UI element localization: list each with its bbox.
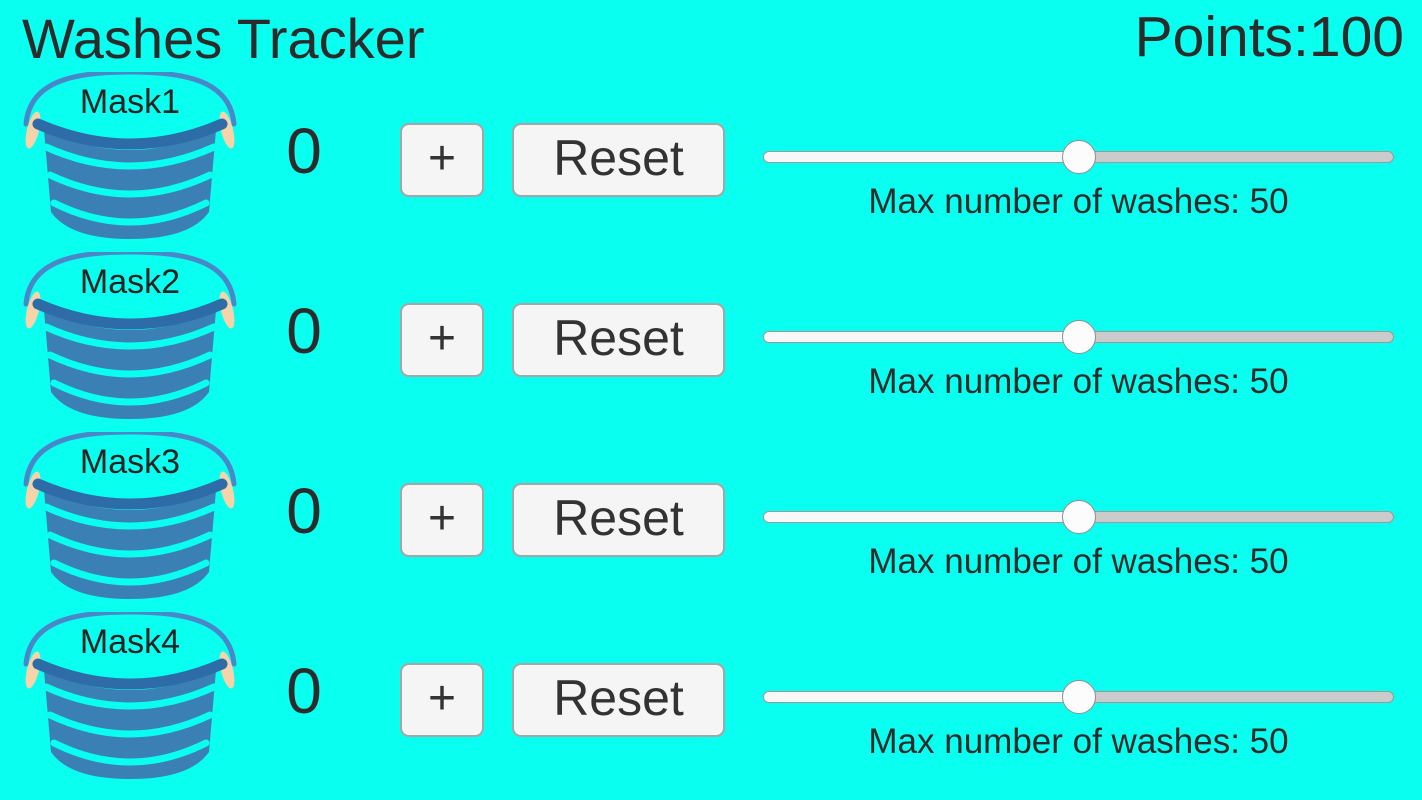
points-label: Points: (1134, 5, 1309, 69)
points-value: 100 (1308, 5, 1404, 69)
increment-button[interactable]: + (400, 303, 484, 377)
reset-button[interactable]: Reset (512, 483, 725, 557)
slider-fill (764, 692, 1079, 702)
points-display: Points:100 (1135, 4, 1404, 70)
wash-count: 0 (286, 295, 322, 367)
face-mask-illustration (23, 252, 237, 419)
face-mask-illustration (23, 612, 237, 779)
mask-row: Mask1 0 + Reset Max number of washes: 50 (0, 70, 1422, 250)
max-washes-label: Max number of washes: 50 (868, 722, 1289, 761)
slider-thumb[interactable] (1061, 680, 1096, 714)
mask-icon: Mask3 (18, 432, 242, 602)
mask-icon: Mask2 (18, 252, 242, 422)
page-title: Washes Tracker (22, 7, 425, 70)
max-washes-slider[interactable] (763, 320, 1394, 354)
mask-label: Mask4 (79, 623, 181, 661)
mask-label: Mask2 (79, 263, 181, 301)
mask-row: Mask3 0 + Reset Max number of washes: 50 (0, 430, 1422, 610)
mask-label: Mask1 (79, 83, 181, 121)
max-washes-slider[interactable] (763, 140, 1394, 174)
slider-fill (764, 152, 1079, 162)
mask-icon: Mask4 (18, 612, 242, 782)
max-washes-label: Max number of washes: 50 (868, 182, 1289, 221)
mask-label: Mask3 (79, 443, 181, 481)
slider-fill (764, 332, 1079, 342)
wash-count: 0 (286, 475, 322, 547)
increment-button[interactable]: + (400, 483, 484, 557)
face-mask-illustration (23, 432, 237, 599)
max-washes-label: Max number of washes: 50 (868, 362, 1289, 401)
mask-icon: Mask1 (18, 72, 242, 242)
reset-button[interactable]: Reset (512, 123, 725, 197)
slider-thumb[interactable] (1061, 320, 1096, 354)
max-washes-label: Max number of washes: 50 (868, 542, 1289, 581)
reset-button[interactable]: Reset (512, 663, 725, 737)
max-washes-slider[interactable] (763, 680, 1394, 714)
increment-button[interactable]: + (400, 663, 484, 737)
face-mask-illustration (23, 72, 237, 239)
slider-thumb[interactable] (1061, 140, 1096, 174)
mask-row: Mask2 0 + Reset Max number of washes: 50 (0, 250, 1422, 430)
mask-row: Mask4 0 + Reset Max number of washes: 50 (0, 610, 1422, 790)
wash-count: 0 (286, 115, 322, 187)
slider-fill (764, 512, 1079, 522)
slider-thumb[interactable] (1061, 500, 1096, 534)
max-washes-slider[interactable] (763, 500, 1394, 534)
increment-button[interactable]: + (400, 123, 484, 197)
wash-count: 0 (286, 655, 322, 727)
reset-button[interactable]: Reset (512, 303, 725, 377)
